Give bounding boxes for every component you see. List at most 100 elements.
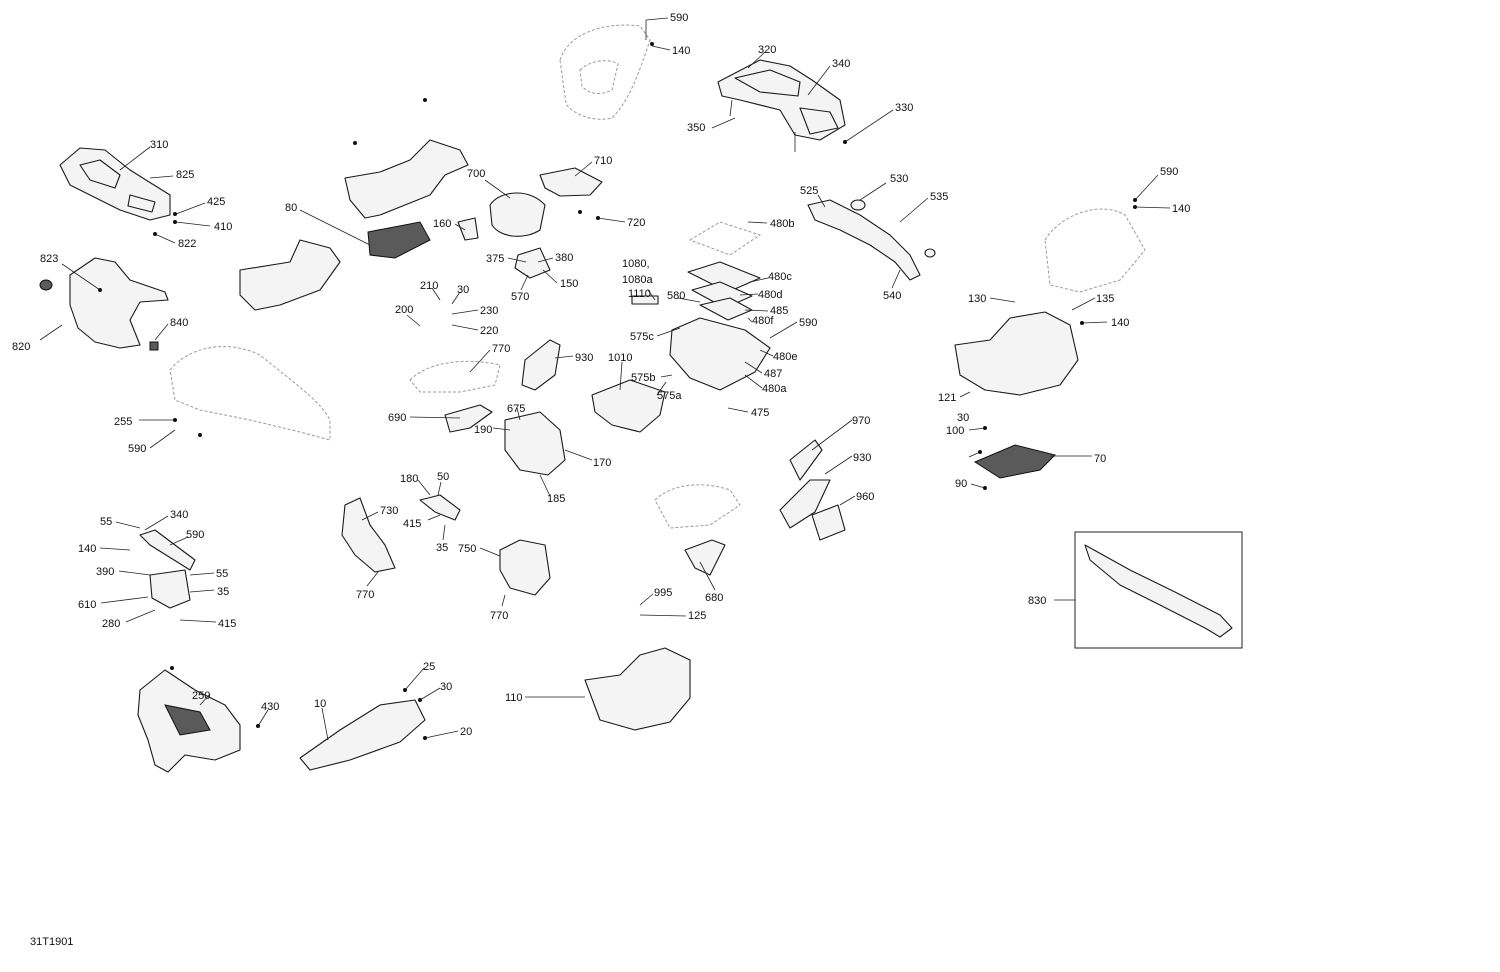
callout-425: 425 <box>207 196 225 208</box>
rear-storage <box>591 379 666 433</box>
callout-575b: 575b <box>631 372 655 384</box>
callout-840: 840 <box>170 317 188 329</box>
callout-700: 700 <box>467 168 485 180</box>
callout-590: 590 <box>186 529 204 541</box>
callout-535: 535 <box>930 191 948 203</box>
callout-80: 80 <box>285 202 297 214</box>
front-fascia <box>137 669 241 773</box>
callout-430: 430 <box>261 701 279 713</box>
callout-30: 30 <box>440 681 452 693</box>
callout-475: 475 <box>751 407 769 419</box>
callout-730: 730 <box>380 505 398 517</box>
callout-110: 110 <box>505 692 523 704</box>
central-frame <box>444 404 566 476</box>
center-body <box>239 139 469 311</box>
callout-580: 580 <box>667 290 685 302</box>
callout-1010: 1010 <box>608 352 632 364</box>
callout-590: 590 <box>128 443 146 455</box>
callout-35: 35 <box>436 542 448 554</box>
callout-190: 190 <box>474 424 492 436</box>
callout-590: 590 <box>670 12 688 24</box>
diagram-reference: 31T1901 <box>30 936 73 948</box>
callout-995: 995 <box>654 587 672 599</box>
right-panels <box>779 439 846 541</box>
bracket <box>419 494 461 521</box>
callout-50: 50 <box>437 471 449 483</box>
callout-135: 135 <box>1096 293 1114 305</box>
callout-750: 750 <box>458 543 476 555</box>
callout-55: 55 <box>216 568 228 580</box>
footrest-right <box>973 444 1056 479</box>
callout-30: 30 <box>457 284 469 296</box>
callout-320: 320 <box>758 44 776 56</box>
callout-820: 820 <box>12 341 30 353</box>
callout-185: 185 <box>547 493 565 505</box>
callout-140: 140 <box>1111 317 1129 329</box>
callout-340: 340 <box>170 509 188 521</box>
side-panels <box>409 339 561 393</box>
callout-10: 10 <box>314 698 326 710</box>
front-bracket-assembly <box>139 529 196 609</box>
callout-350: 350 <box>687 122 705 134</box>
callout-220: 220 <box>480 325 498 337</box>
callout-960: 960 <box>856 491 874 503</box>
callout-525: 525 <box>800 185 818 197</box>
rear-frame-bar <box>807 199 936 281</box>
callout-200: 200 <box>395 304 413 316</box>
callout-675: 675 <box>507 403 525 415</box>
callout-825: 825 <box>176 169 194 181</box>
leader-lines <box>39 17 1171 741</box>
callout-480e: 480e <box>773 351 797 363</box>
callout-180: 180 <box>400 473 418 485</box>
callout-130: 130 <box>968 293 986 305</box>
callout-590: 590 <box>799 317 817 329</box>
callout-530: 530 <box>890 173 908 185</box>
callout-330: 330 <box>895 102 913 114</box>
callout-830: 830 <box>1028 595 1046 607</box>
callout-20: 20 <box>460 726 472 738</box>
rear-rack <box>717 59 846 152</box>
callout-575c: 575c <box>630 331 654 343</box>
callout-590: 590 <box>1160 166 1178 178</box>
seat-parts <box>457 167 603 279</box>
skid-plate <box>299 699 426 771</box>
callout-720: 720 <box>627 217 645 229</box>
callout-480b: 480b <box>770 218 794 230</box>
callout-35: 35 <box>217 586 229 598</box>
callout-160: 160 <box>433 218 451 230</box>
callout-140: 140 <box>672 45 690 57</box>
callout-90: 90 <box>955 478 967 490</box>
callout-485: 485 <box>770 305 788 317</box>
inset-panel <box>1074 531 1243 649</box>
callout-540: 540 <box>883 290 901 302</box>
callout-415: 415 <box>403 518 421 530</box>
callout-25: 25 <box>423 661 435 673</box>
side-shields <box>341 497 551 596</box>
rear-fender-ghost <box>559 24 651 120</box>
callout-710: 710 <box>594 155 612 167</box>
callout-690: 690 <box>388 412 406 424</box>
callout-415: 415 <box>218 618 236 630</box>
callout-480d: 480d <box>758 289 782 301</box>
fasteners <box>98 42 1137 740</box>
callout-1080a: 1080a <box>622 274 653 286</box>
callout-822: 822 <box>178 238 196 250</box>
callout-970: 970 <box>852 415 870 427</box>
callout-610: 610 <box>78 599 96 611</box>
callout-930: 930 <box>575 352 593 364</box>
callout-680: 680 <box>705 592 723 604</box>
footrest-left <box>584 647 691 731</box>
callout-390: 390 <box>96 566 114 578</box>
callout-100: 100 <box>946 425 964 437</box>
callout-375: 375 <box>486 253 504 265</box>
callout-480a: 480a <box>762 383 787 395</box>
callouts: 590 140 320 340 330 350 310 825 425 410 … <box>12 12 1190 738</box>
callout-150: 150 <box>560 278 578 290</box>
front-fender-ghost <box>654 484 741 576</box>
callout-570: 570 <box>511 291 529 303</box>
callout-380: 380 <box>555 252 573 264</box>
callout-340: 340 <box>832 58 850 70</box>
callout-575a: 575a <box>657 390 682 402</box>
callout-480f: 480f <box>752 315 774 327</box>
